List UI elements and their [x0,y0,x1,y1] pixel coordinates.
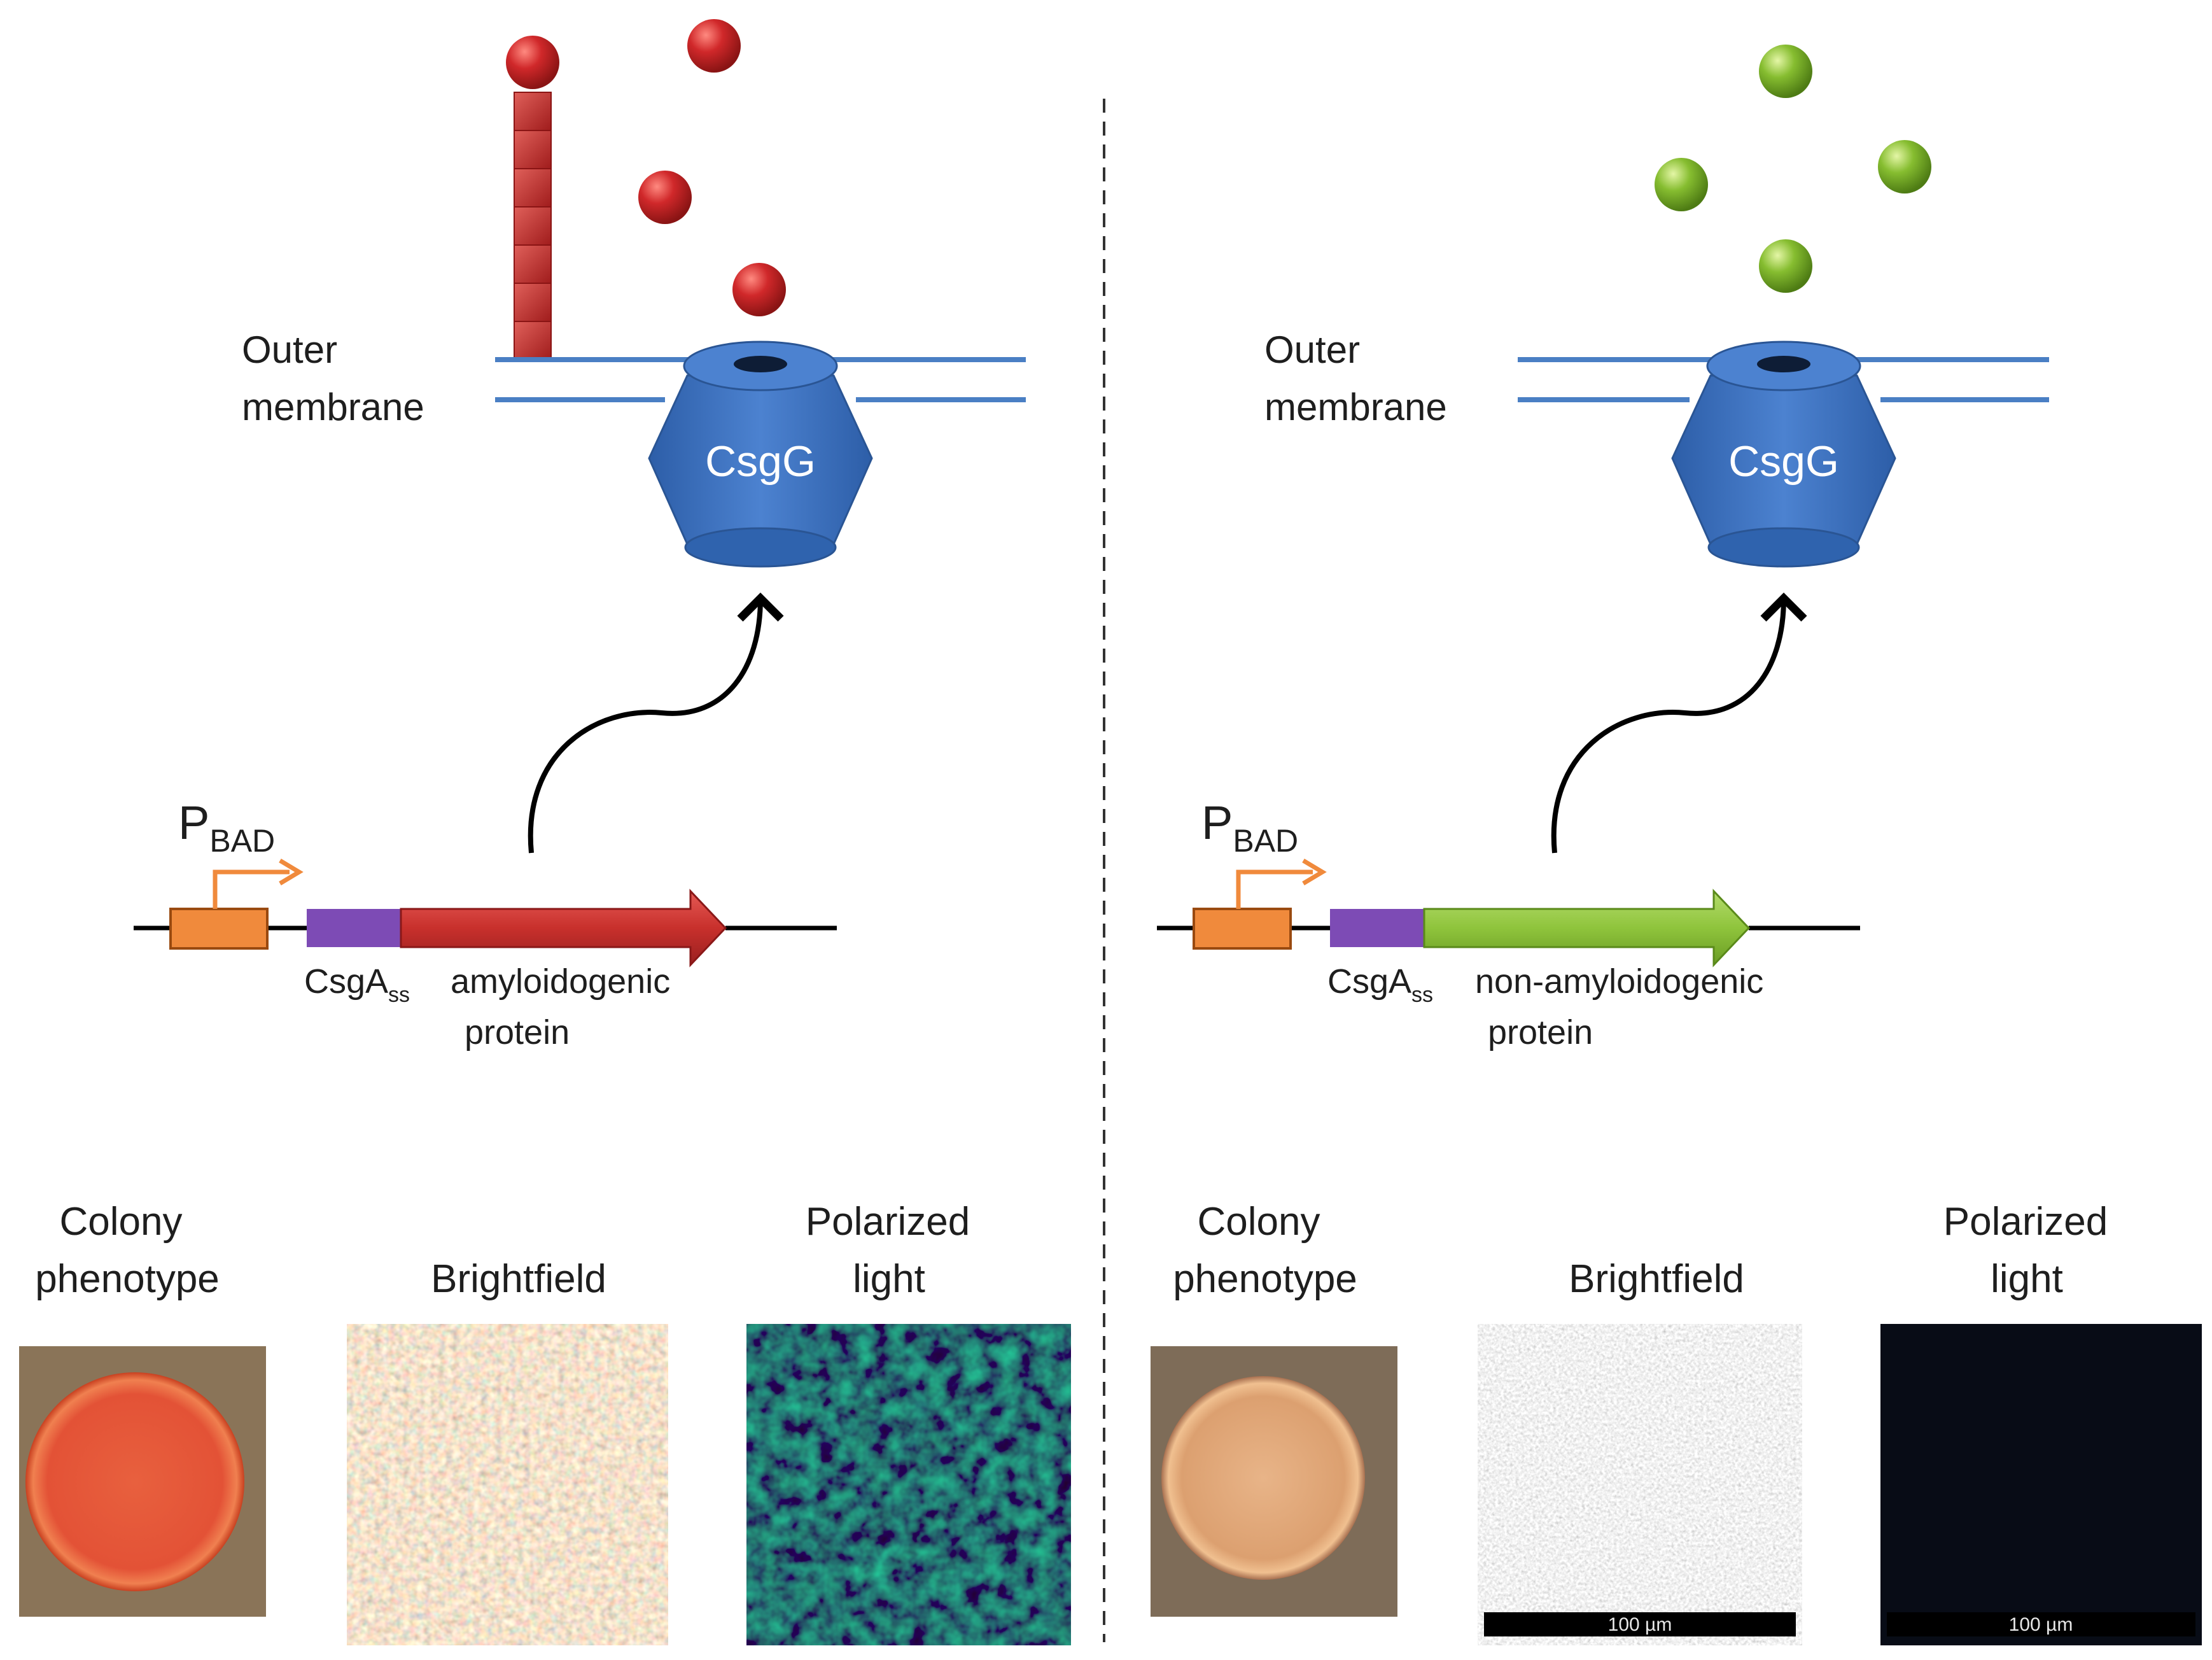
right-protein-arrow [1423,889,1751,967]
right-pore-label: CsgG [1728,437,1839,486]
right-brightfield-image: 100 µm [1478,1324,1802,1645]
right-colony-label-2: phenotype [1173,1257,1357,1301]
right-membrane-label-1: Outer [1264,328,1360,371]
right-colony-label-1: Colony [1198,1200,1320,1244]
left-polarized-label-2: light [853,1257,925,1301]
left-sphere-3 [638,171,692,224]
right-csgg-pore: CsgG [1671,341,1896,568]
left-sphere-4 [732,263,786,316]
right-brightfield-scale-bar [1484,1612,1796,1636]
right-polarized-scale-bar [1887,1612,2195,1636]
right-sphere-3 [1878,140,1931,193]
left-colony-label-1: Colony [60,1200,183,1244]
right-promoter-label: PBAD [1201,796,1298,859]
left-export-arrow [528,592,784,854]
right-promoter-box [1193,908,1292,950]
left-brightfield-image [347,1324,668,1645]
left-sphere-1 [506,36,559,89]
right-export-arrow [1551,592,1807,854]
left-signal-label: CsgAss [304,962,410,1007]
right-gene-construct [1157,858,1860,967]
left-promoter-arrow [213,869,290,909]
right-polarized-label-1: Polarized [1943,1200,2108,1244]
right-signal-peptide [1330,909,1424,947]
left-colony-label-2: phenotype [35,1257,220,1301]
left-protein-arrow [400,889,727,967]
right-panel: Outer membrane CsgG PBAD CsgAss non-amyl… [1151,45,2202,1645]
right-signal-label: CsgAss [1327,962,1433,1007]
left-promoter-box [169,908,269,950]
left-sphere-2 [687,19,741,73]
right-sphere-2 [1655,158,1708,211]
left-signal-peptide [307,909,401,947]
left-csgg-pore: CsgG [648,341,873,568]
left-colony-image [19,1346,266,1617]
left-protein-label-1: amyloidogenic [451,962,670,1001]
right-membrane-label-2: membrane [1264,386,1447,428]
left-membrane-label-2: membrane [242,386,424,428]
left-promoter-label: PBAD [178,796,275,859]
left-gene-construct [134,858,837,967]
right-brightfield-label: Brightfield [1569,1257,1744,1301]
right-sphere-1 [1759,45,1812,98]
right-colony-image [1151,1346,1397,1617]
right-sphere-4 [1759,239,1812,293]
right-brightfield-scale-label: 100 µm [1608,1614,1672,1635]
right-promoter-arrow [1236,869,1313,909]
left-polarized-label-1: Polarized [806,1200,970,1244]
right-polarized-image: 100 µm [1880,1324,2202,1645]
amyloid-fibril [514,92,552,360]
right-polarized-scale-label: 100 µm [2009,1614,2073,1635]
right-protein-label-1: non-amyloidogenic [1475,962,1763,1001]
left-panel: Outer membrane CsgG PBAD CsgAss amyloido… [19,19,1071,1645]
left-membrane-label-1: Outer [242,328,337,371]
left-polarized-image [746,1324,1071,1645]
left-brightfield-label: Brightfield [431,1257,606,1301]
left-protein-label-2: protein [465,1013,570,1052]
right-protein-label-2: protein [1488,1013,1593,1052]
right-polarized-label-2: light [1991,1257,2063,1301]
left-pore-label: CsgG [705,437,816,486]
